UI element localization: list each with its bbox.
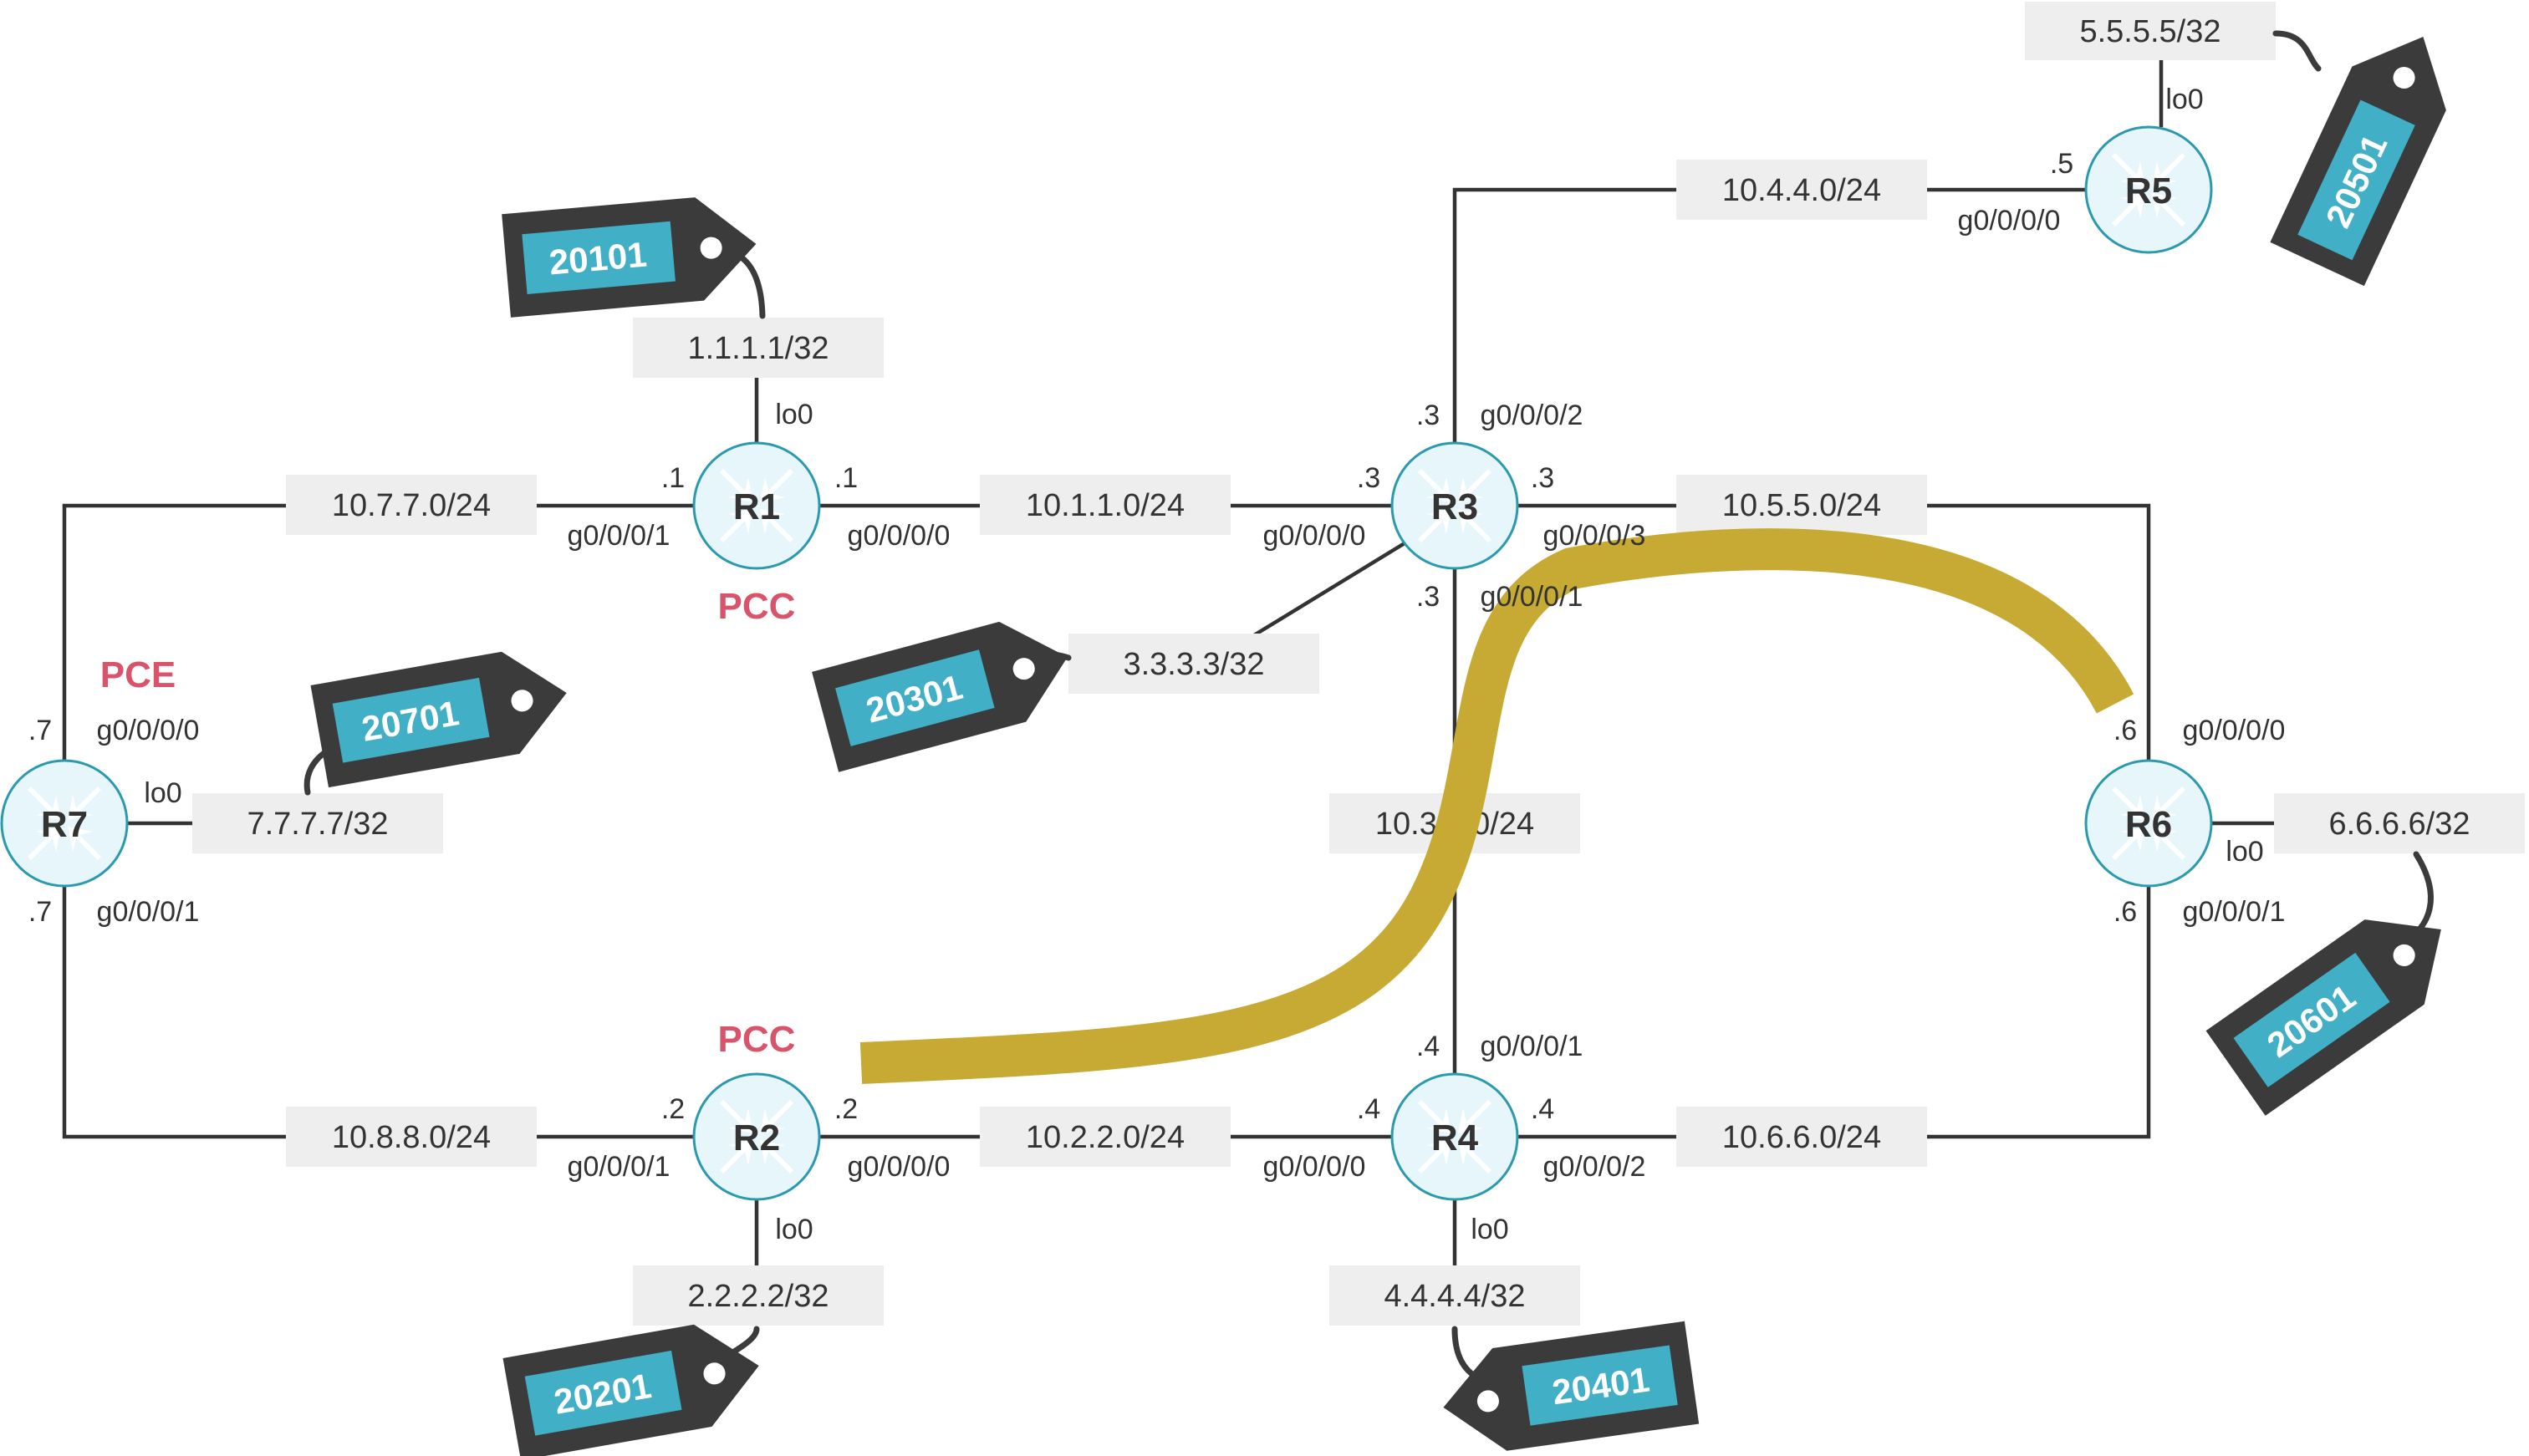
interface-label: g0/0/0/0 <box>848 520 951 552</box>
host-id-label: .3 <box>1416 581 1440 613</box>
sid-tag-r3: 20301 <box>812 607 1081 771</box>
host-id-label: .5 <box>2050 148 2073 180</box>
router-r5[interactable]: R5 <box>2084 125 2213 254</box>
router-label: R2 <box>733 1117 780 1158</box>
host-id-label: .4 <box>1416 1031 1440 1062</box>
interface-label: lo0 <box>775 1214 813 1245</box>
role-label-r2: PCC <box>718 1019 796 1060</box>
subnet-label: 10.1.1.0/24 <box>1026 488 1185 523</box>
loopback-label: 2.2.2.2/32 <box>687 1279 829 1314</box>
sid-tag-r4: 20401 <box>1436 1321 1699 1456</box>
host-id-label: .2 <box>834 1093 858 1125</box>
router-r7[interactable]: R7 <box>0 759 129 888</box>
interface-label: g0/0/0/2 <box>1543 1151 1646 1183</box>
subnet-label: 10.5.5.0/24 <box>1722 488 1881 523</box>
router-r1[interactable]: R1 <box>692 441 821 570</box>
host-id-label: .3 <box>1416 400 1440 431</box>
interface-label: lo0 <box>1471 1214 1508 1245</box>
interface-label: g0/0/0/0 <box>97 715 200 746</box>
role-label-r7: PCE <box>100 654 176 695</box>
loopback-label: 5.5.5.5/32 <box>2079 14 2221 49</box>
subnet-label: 10.7.7.0/24 <box>332 488 491 523</box>
host-id-label: .4 <box>1357 1093 1380 1125</box>
sid-tag-r7: 20701 <box>311 642 576 787</box>
subnet-label: 10.2.2.0/24 <box>1026 1120 1185 1155</box>
router-label: R6 <box>2125 804 2172 845</box>
subnet-label: 10.4.4.0/24 <box>1722 173 1881 208</box>
sid-tag-r1: 20101 <box>502 192 761 318</box>
host-id-label: .3 <box>1531 462 1554 494</box>
host-id-label: .7 <box>28 896 52 928</box>
interface-label: g0/0/0/0 <box>848 1151 951 1183</box>
host-id-label: .6 <box>2113 715 2137 746</box>
interface-label: g0/0/0/1 <box>97 896 200 928</box>
interface-label: lo0 <box>2165 84 2203 115</box>
sid-tag-r2: 20201 <box>503 1315 768 1456</box>
interface-labels: .1 g0/0/0/1 .1 g0/0/0/0 lo0 .3 g0/0/0/0 … <box>28 84 2286 1245</box>
sid-label: 20101 <box>548 234 648 282</box>
router-r2[interactable]: R2 <box>692 1072 821 1201</box>
subnet-label: 10.8.8.0/24 <box>332 1120 491 1155</box>
interface-label: g0/0/0/0 <box>1263 1151 1366 1183</box>
loopback-label: 6.6.6.6/32 <box>2328 807 2470 842</box>
subnet-label: 10.6.6.0/24 <box>1722 1120 1881 1155</box>
router-label: R7 <box>41 804 88 845</box>
role-label-r1: PCC <box>718 586 796 627</box>
loopback-label: 3.3.3.3/32 <box>1123 647 1264 682</box>
router-r3[interactable]: R3 <box>1390 441 1519 570</box>
host-id-label: .1 <box>834 462 858 494</box>
interface-label: g0/0/0/3 <box>1543 520 1646 552</box>
host-id-label: .3 <box>1357 462 1380 494</box>
loopback-label: 7.7.7.7/32 <box>247 807 388 842</box>
router-label: R5 <box>2125 171 2172 211</box>
host-id-label: .2 <box>661 1093 685 1125</box>
interface-label: g0/0/0/1 <box>568 1151 670 1183</box>
sr-policy-path <box>859 528 2134 1084</box>
interface-label: g0/0/0/1 <box>1481 1031 1583 1062</box>
host-id-label: .7 <box>28 715 52 746</box>
router-r4[interactable]: R4 <box>1390 1072 1519 1201</box>
interface-label: g0/0/0/0 <box>1958 205 2061 237</box>
link-r4-r6 <box>1517 886 2151 1139</box>
lo-stub-r3 <box>1252 542 1406 637</box>
interface-label: lo0 <box>775 399 813 430</box>
loopback-label: 4.4.4.4/32 <box>1384 1279 1525 1314</box>
loopback-label: 1.1.1.1/32 <box>687 331 829 366</box>
interface-label: lo0 <box>2226 836 2263 868</box>
sid-tag-r6: 20601 <box>2206 887 2471 1116</box>
interface-label: g0/0/0/1 <box>2183 896 2286 928</box>
interface-label: g0/0/0/2 <box>1481 400 1583 431</box>
router-label: R4 <box>1431 1117 1479 1158</box>
sid-tag-r5: 20501 <box>2270 15 2470 286</box>
router-label: R1 <box>733 486 780 527</box>
router-label: R3 <box>1431 486 1478 527</box>
interface-label: g0/0/0/0 <box>1263 520 1366 552</box>
host-id-label: .6 <box>2113 896 2137 928</box>
subnet-boxes: 10.7.7.0/24 10.1.1.0/24 10.5.5.0/24 10.4… <box>192 2 2525 1326</box>
router-r6[interactable]: R6 <box>2084 759 2213 888</box>
interface-label: g0/0/0/1 <box>568 520 670 552</box>
interface-label: g0/0/0/1 <box>1481 581 1583 613</box>
host-id-label: .1 <box>661 462 685 494</box>
interface-label: lo0 <box>144 777 181 809</box>
host-id-label: .4 <box>1531 1093 1554 1125</box>
interface-label: g0/0/0/0 <box>2183 715 2286 746</box>
